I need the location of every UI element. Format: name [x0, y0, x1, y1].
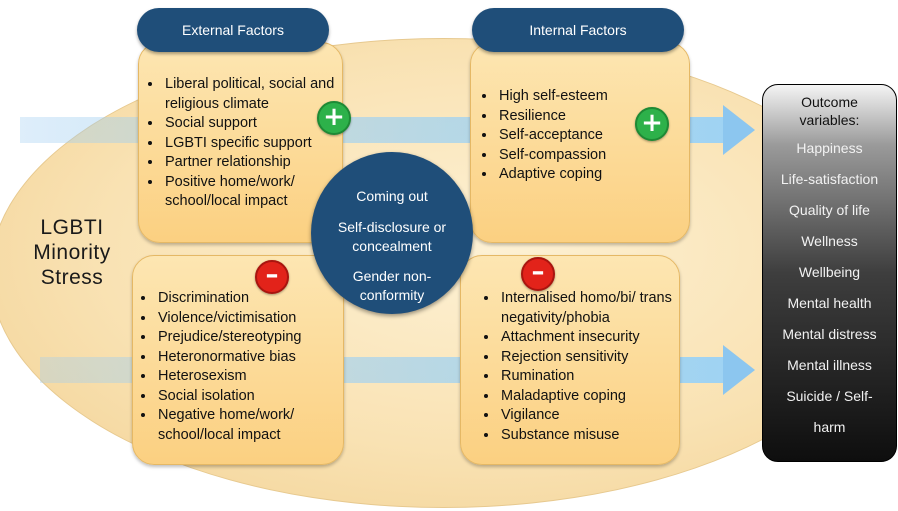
list-item: Rejection sensitivity	[499, 348, 679, 368]
list-item: Heterosexism	[156, 367, 343, 387]
list-item: Violence/victimisation	[156, 309, 343, 329]
outcome-item: harm	[813, 419, 846, 435]
plus-icon: +	[635, 107, 669, 141]
list-item: Discrimination	[156, 289, 343, 309]
list-item: Self-acceptance	[497, 126, 689, 146]
list-item: Substance misuse	[499, 426, 679, 446]
external-positive-box: Liberal political, social and religious …	[138, 42, 343, 243]
outcome-item: Mental distress	[782, 326, 877, 342]
disclosure-label: Self-disclosure or concealment	[337, 219, 447, 254]
internal-factors-header: Internal Factors	[472, 8, 684, 52]
outcome-item: Wellness	[801, 233, 858, 249]
outcome-item: Suicide / Self-	[786, 388, 873, 404]
title-line-1: LGBTI	[40, 216, 104, 239]
diagram-title: LGBTI Minority Stress	[12, 215, 132, 290]
list-item: Maladaptive coping	[499, 387, 679, 407]
list-item: Resilience	[497, 107, 689, 127]
outcome-item: Wellbeing	[798, 264, 861, 280]
list-item: Vigilance	[499, 406, 679, 426]
external-negative-box: DiscriminationViolence/victimisationPrej…	[132, 255, 344, 465]
coming-out-label: Coming out	[356, 188, 428, 204]
list-item: Partner relationship	[163, 153, 342, 173]
outcome-item: Happiness	[796, 140, 863, 156]
coming-out-circle: Coming out Self-disclosure or concealmen…	[311, 152, 473, 314]
list-item: Self-compassion	[497, 146, 689, 166]
title-line-3: Stress	[40, 266, 104, 289]
minus-icon: –	[521, 257, 555, 291]
list-item: High self-esteem	[497, 87, 689, 107]
outcome-item: Mental health	[787, 295, 872, 311]
outcome-item: Mental illness	[787, 357, 872, 373]
list-item: LGBTI specific support	[163, 134, 342, 154]
list-item: Internalised homo/bi/ trans negativity/p…	[499, 289, 679, 328]
list-item: Liberal political, social and religious …	[163, 75, 342, 114]
list-item: Prejudice/stereotyping	[156, 328, 343, 348]
list-item: Social isolation	[156, 387, 343, 407]
list-item: Rumination	[499, 367, 679, 387]
external-factors-header: External Factors	[137, 8, 329, 52]
list-item: Social support	[163, 114, 342, 134]
gender-label: Gender non-conformity	[352, 268, 432, 303]
internal-negative-box: Internalised homo/bi/ trans negativity/p…	[460, 255, 680, 465]
list-item: Negative home/work/ school/local impact	[156, 406, 343, 445]
title-line-2: Minority	[33, 241, 111, 264]
list-item: Positive home/work/ school/local impact	[163, 173, 342, 212]
outcome-heading: Outcome variables:	[799, 94, 860, 128]
plus-icon: +	[317, 101, 351, 135]
list-item: Heteronormative bias	[156, 348, 343, 368]
list-item: Attachment insecurity	[499, 328, 679, 348]
outcome-item: Quality of life	[789, 202, 870, 218]
minus-icon: –	[255, 260, 289, 294]
list-item: Adaptive coping	[497, 165, 689, 185]
internal-positive-box: High self-esteemResilienceSelf-acceptanc…	[470, 42, 690, 243]
outcome-item: Life-satisfaction	[780, 171, 879, 187]
